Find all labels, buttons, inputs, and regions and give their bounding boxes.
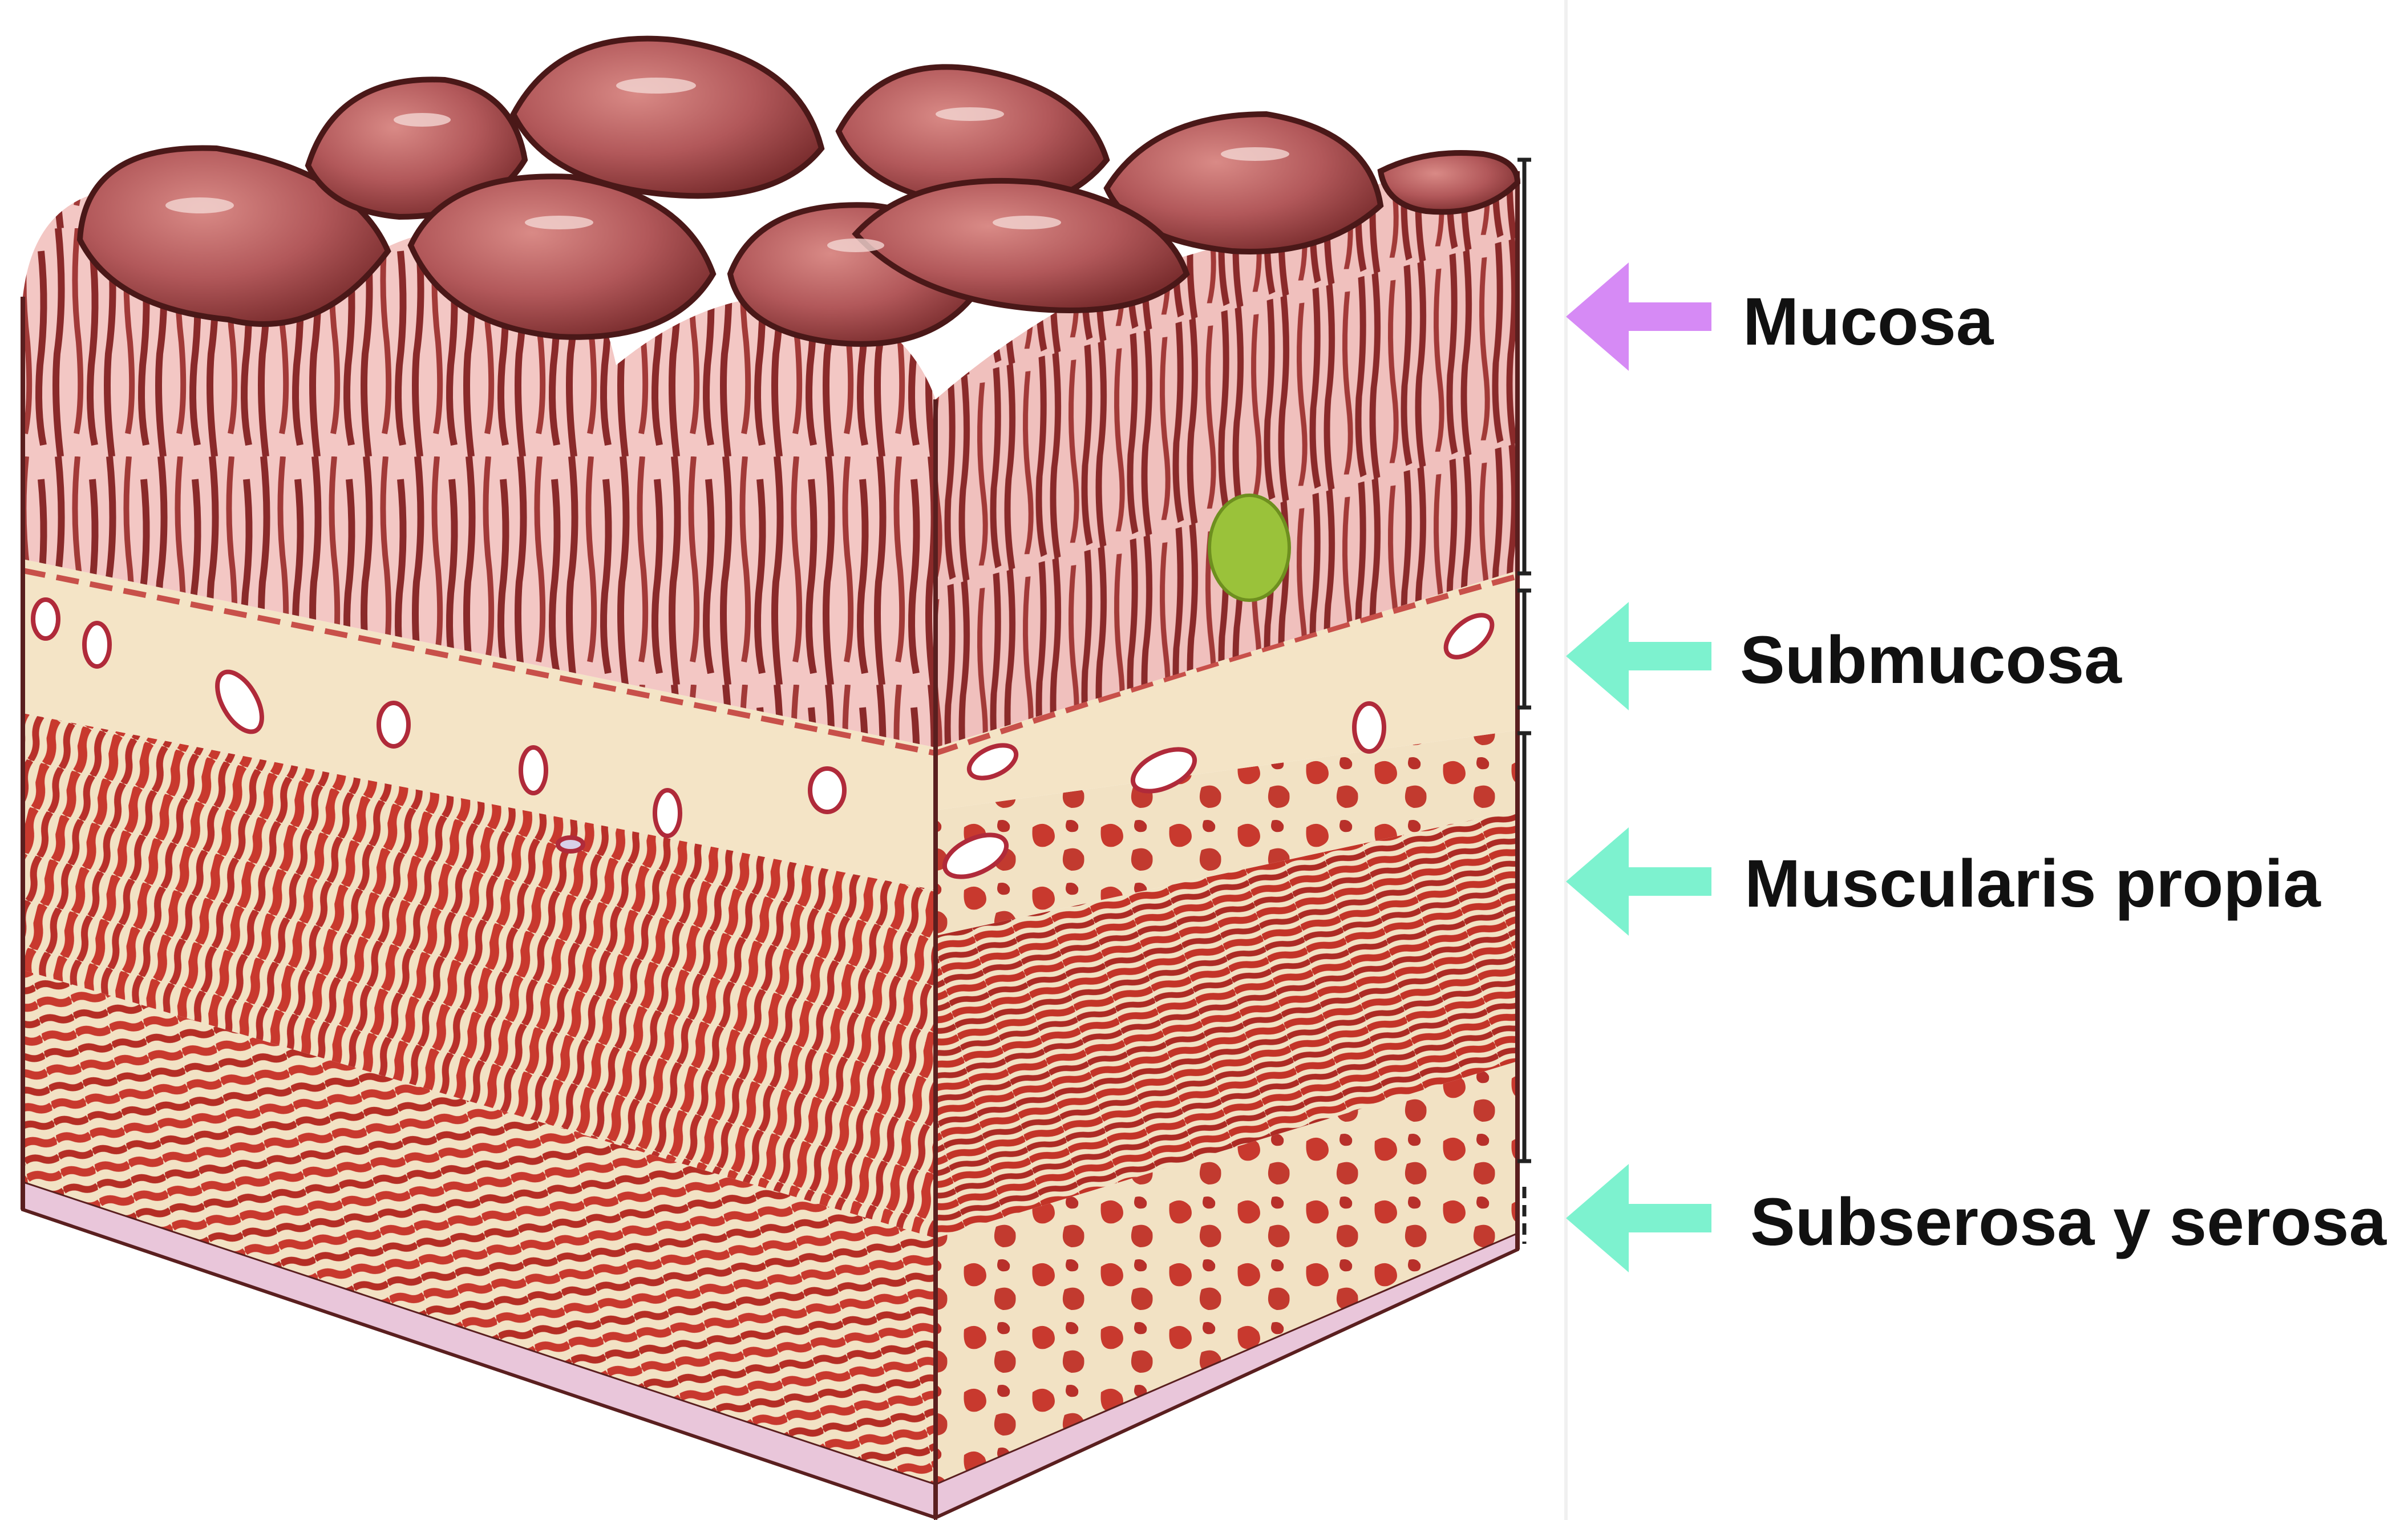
- submucosa-arrow-icon: [1566, 602, 1714, 710]
- mucosa-arrow-icon: [1566, 262, 1714, 371]
- label-mucosa: Mucosa: [1743, 288, 1993, 355]
- muscularis-arrow-icon: [1566, 827, 1714, 936]
- serosa-arrow-icon: [1566, 1164, 1714, 1272]
- front-face: [23, 188, 936, 1518]
- label-subserosa-serosa: Subserosa y serosa: [1750, 1188, 2386, 1256]
- side-face: [936, 157, 1517, 1518]
- label-submucosa: Submucosa: [1740, 626, 2122, 694]
- label-muscularis-propia: Muscularis propia: [1745, 850, 2321, 917]
